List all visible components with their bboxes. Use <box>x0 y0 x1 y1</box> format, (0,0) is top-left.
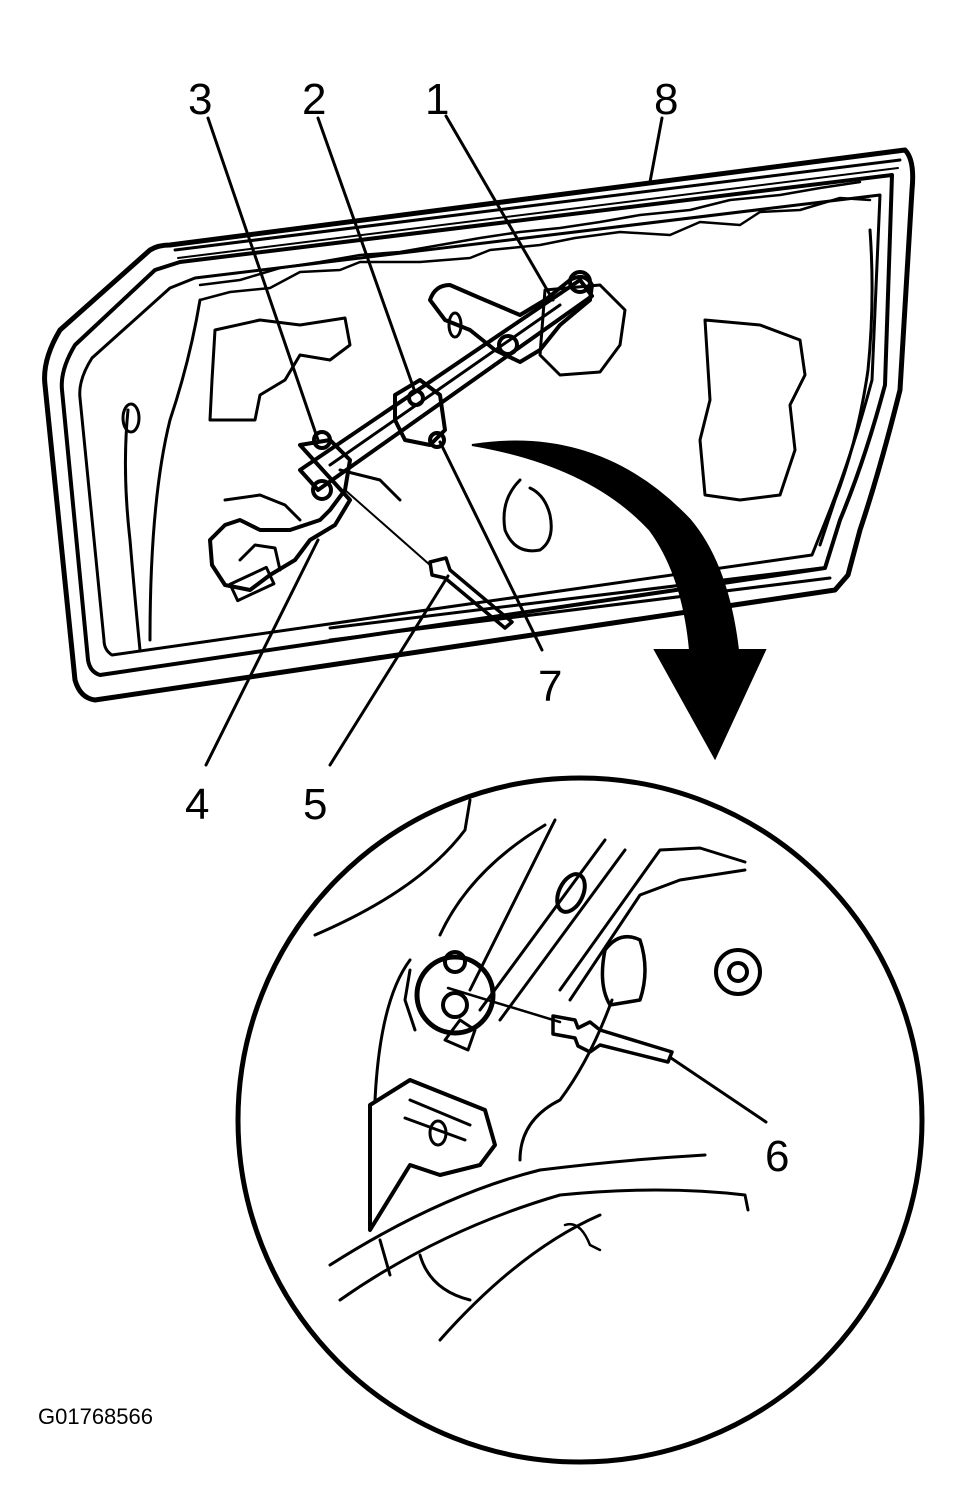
callout-4: 4 <box>185 780 210 829</box>
window-regulator <box>208 270 594 630</box>
callout-7: 7 <box>538 662 563 711</box>
callout-5: 5 <box>303 780 328 829</box>
callout-3: 3 <box>188 75 213 124</box>
figure-id: G01768566 <box>38 1404 153 1429</box>
callout-2: 2 <box>302 75 327 124</box>
leader-lines <box>204 114 768 1124</box>
callout-8: 8 <box>654 75 679 124</box>
door-panel <box>42 147 916 703</box>
callout-6: 6 <box>765 1132 790 1181</box>
detail-arrow <box>471 440 767 761</box>
callout-1: 1 <box>425 75 450 124</box>
detail-view <box>235 775 925 1465</box>
